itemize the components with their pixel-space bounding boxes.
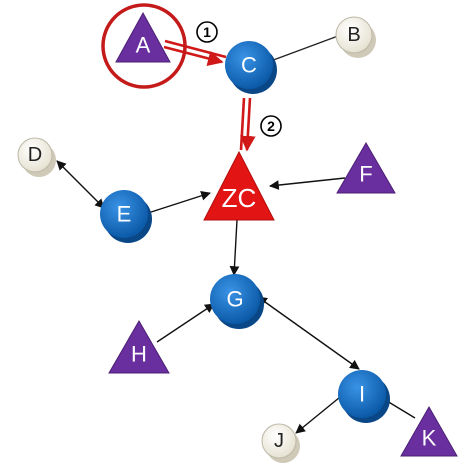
node-zc[interactable]: ZC <box>203 150 275 221</box>
link-c-b <box>267 35 339 63</box>
link-h-g <box>156 303 215 343</box>
node-a-highlight-ring <box>101 3 187 89</box>
step-2-badge: 2 <box>260 115 282 137</box>
step-1-badge: 1 <box>196 21 218 43</box>
node-a-label: A <box>136 33 151 58</box>
node-j[interactable]: J <box>261 423 300 463</box>
node-e-label: E <box>117 202 132 227</box>
node-f[interactable]: F <box>336 142 396 194</box>
node-h[interactable]: H <box>108 319 170 374</box>
link-zc-g <box>229 219 240 276</box>
step-2-number: 2 <box>267 118 275 134</box>
node-j-label: J <box>274 430 284 452</box>
step-1-arrow <box>163 39 227 67</box>
node-c-label: C <box>241 53 257 78</box>
node-d[interactable]: D <box>17 137 56 177</box>
node-c[interactable]: C <box>225 41 277 94</box>
node-k[interactable]: K <box>400 405 458 457</box>
node-k-label: K <box>422 426 437 451</box>
node-i[interactable]: I <box>338 370 390 423</box>
link-i-j <box>295 392 346 434</box>
node-zc-label: ZC <box>222 183 257 213</box>
node-g-label: G <box>226 287 243 312</box>
link-e-zc <box>147 191 211 214</box>
node-e[interactable]: E <box>100 190 152 243</box>
node-b-label: B <box>347 24 360 46</box>
node-f-label: F <box>359 162 372 187</box>
link-g-i <box>257 296 360 370</box>
step-2-arrow <box>239 97 256 152</box>
node-g[interactable]: G <box>210 274 264 329</box>
link-f-zc <box>269 177 346 190</box>
link-e-d <box>56 160 105 209</box>
node-i-label: I <box>359 382 365 407</box>
step-1-number: 1 <box>203 24 211 40</box>
node-b[interactable]: B <box>335 16 376 58</box>
node-h-label: H <box>131 342 147 367</box>
node-a[interactable]: A <box>115 11 171 63</box>
node-d-label: D <box>28 144 42 166</box>
